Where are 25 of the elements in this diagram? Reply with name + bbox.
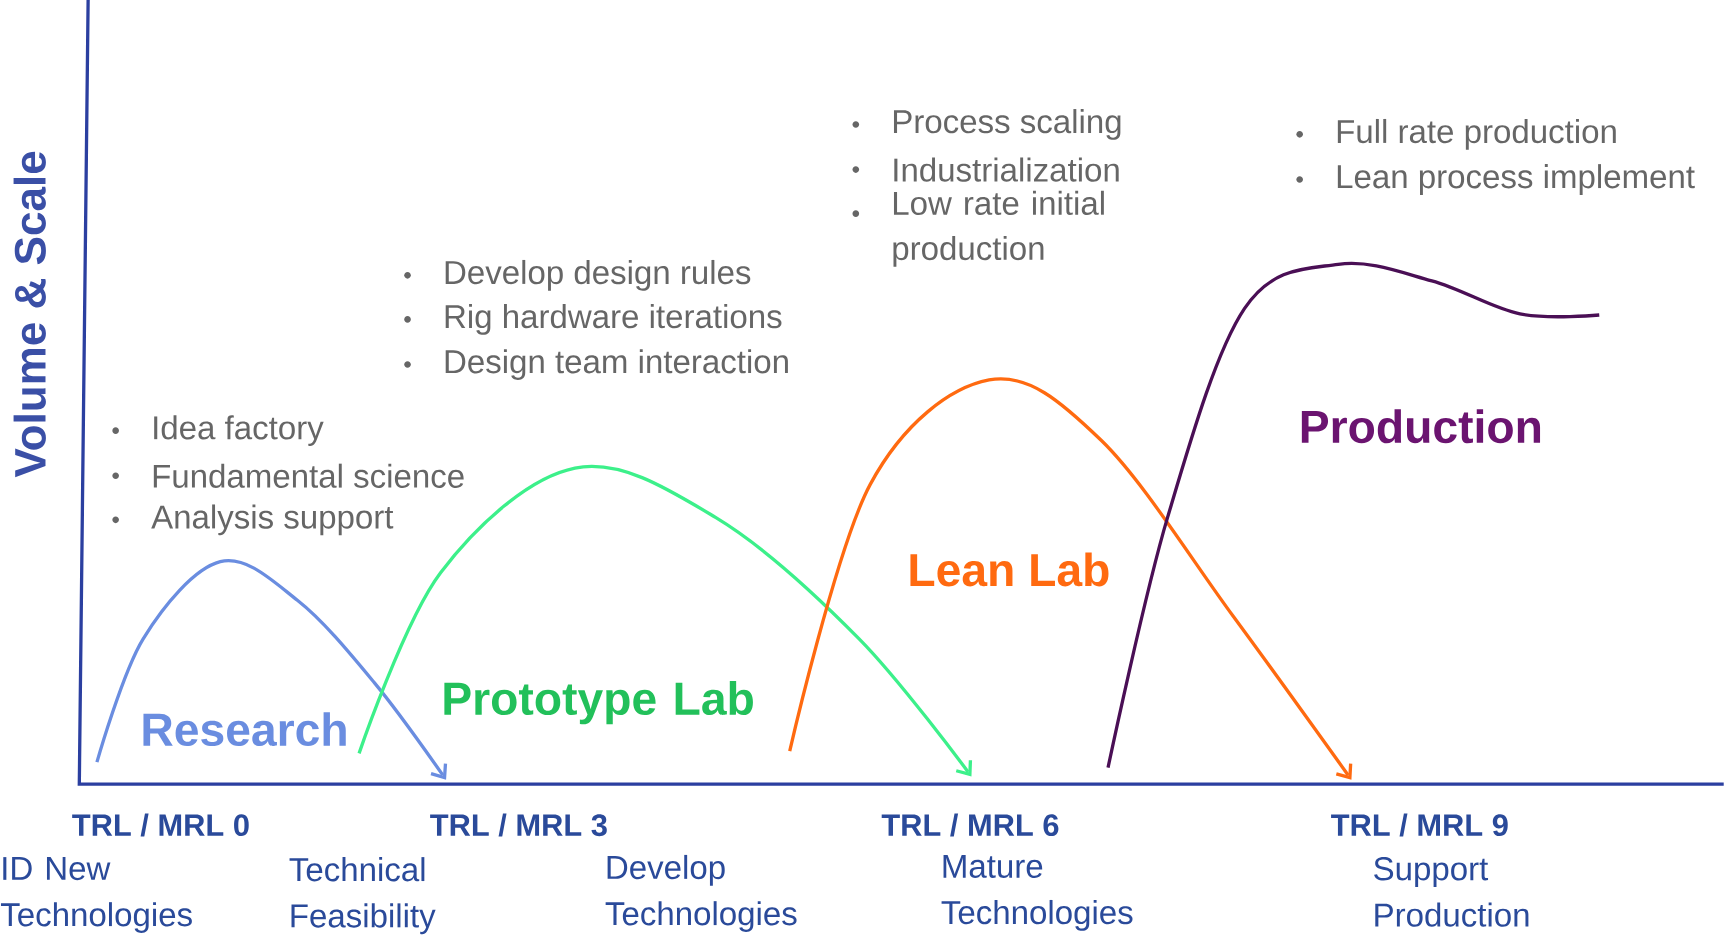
phase-label: Prototype Lab — [444, 681, 753, 725]
phase-label: Research — [143, 712, 346, 746]
bullet-point: Process scaling — [852, 108, 1121, 140]
bullet-point: Lean process implement — [1296, 164, 1695, 195]
stage-label: Develop Technologies — [605, 854, 797, 932]
bullet-point: Industrialization — [852, 157, 1119, 182]
stage-label: Mature Technologies — [941, 854, 1133, 931]
bullet-point: Idea factory — [112, 415, 324, 446]
axis-title: Volume & Scale — [13, 151, 46, 478]
bullet-point: Rig hardware iterations — [404, 303, 782, 335]
stage-label: Support Production — [1374, 857, 1529, 927]
bullet-point: Design team interaction — [404, 349, 788, 380]
stage-label: ID New Technologies — [0, 857, 192, 933]
phase-label: Production — [1301, 409, 1541, 444]
readiness-level-label: TRL / MRL 3 — [430, 813, 607, 837]
bullet-point: Full rate production — [1296, 118, 1616, 150]
bullet-point: Analysis support — [112, 504, 394, 536]
bullet-point: Develop design rules — [404, 259, 751, 291]
bullet-point: Fundamental science — [112, 463, 464, 488]
readiness-level-label: TRL / MRL 9 — [1331, 813, 1508, 837]
readiness-level-label: TRL / MRL 6 — [881, 813, 1059, 837]
phase-label: Lean Lab — [910, 552, 1109, 587]
readiness-level-label: TRL / MRL 0 — [72, 813, 249, 837]
stage-label: Technical Feasibility — [289, 857, 436, 935]
bullet-point: Low rate initial production — [852, 190, 1104, 267]
